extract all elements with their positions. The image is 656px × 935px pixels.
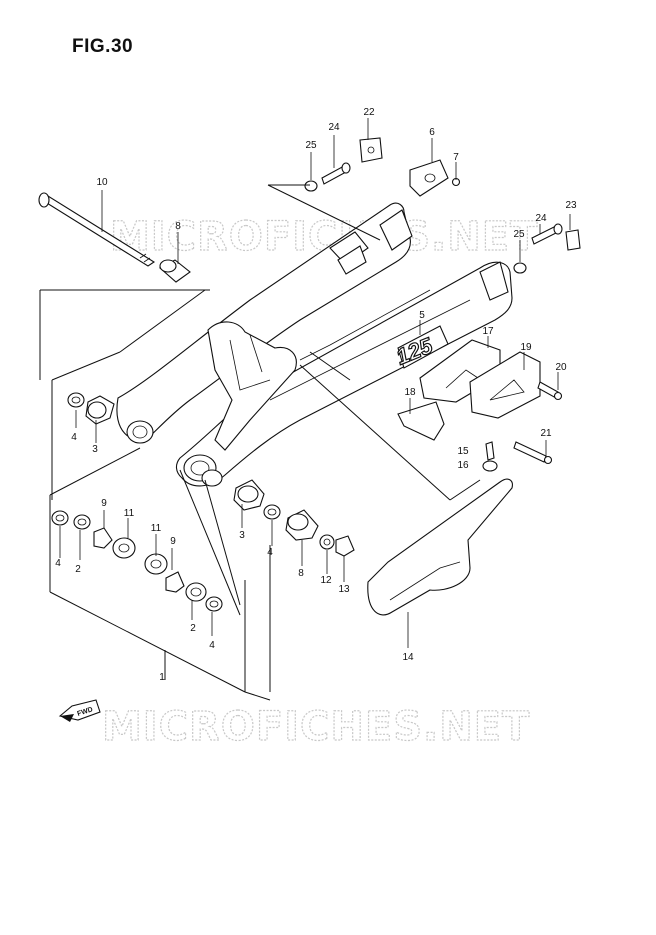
callout-14: 14 — [402, 652, 414, 663]
callout-25: 25 — [305, 140, 317, 151]
rear-brackets — [304, 137, 581, 616]
callout-9: 9 — [170, 536, 176, 547]
collar-8-top — [159, 259, 191, 283]
callout-4: 4 — [267, 547, 273, 558]
swingarm-body — [116, 202, 513, 487]
leader-lines — [39, 118, 571, 701]
callout-12: 12 — [320, 575, 332, 586]
callout-23: 23 — [565, 200, 577, 211]
fwd-arrow: FWD — [58, 699, 101, 722]
callout-3: 3 — [239, 530, 245, 541]
callout-21: 21 — [540, 428, 552, 439]
callout-11: 11 — [124, 508, 135, 519]
callout-4: 4 — [209, 640, 215, 651]
callout-7: 7 — [453, 152, 459, 163]
pivot-shaft — [38, 192, 156, 267]
callout-20: 20 — [555, 362, 567, 373]
watermark-top: MICROFICHES.NET — [110, 214, 538, 260]
callout-9: 9 — [101, 498, 107, 509]
callout-8: 8 — [298, 568, 304, 579]
callout-25: 25 — [513, 229, 525, 240]
bearing-group-right — [233, 479, 355, 557]
callout-19: 19 — [520, 342, 532, 353]
callout-13: 13 — [338, 584, 350, 595]
callout-4: 4 — [71, 432, 77, 443]
callout-24: 24 — [535, 213, 547, 224]
callout-3: 3 — [92, 444, 98, 455]
callout-6: 6 — [429, 127, 435, 138]
callout-2: 2 — [190, 623, 196, 634]
callout-15: 15 — [457, 446, 469, 457]
callout-22: 22 — [363, 107, 375, 118]
callout-18: 18 — [404, 387, 416, 398]
callout-4: 4 — [55, 558, 61, 569]
callout-17: 17 — [482, 326, 494, 337]
callout-8: 8 — [175, 221, 181, 232]
callout-16: 16 — [457, 460, 469, 471]
callout-11: 11 — [151, 523, 162, 534]
figure-title: FIG.30 — [72, 36, 134, 57]
bearing-group-left — [51, 392, 223, 612]
callout-numbers: 1 2 2 3 3 4 4 4 4 5 6 7 8 8 9 9 10 11 11… — [55, 107, 577, 683]
callout-5: 5 — [419, 310, 425, 321]
callout-24: 24 — [328, 122, 340, 133]
callout-2: 2 — [75, 564, 81, 575]
fwd-label: FWD — [76, 706, 93, 718]
watermark-bottom: MICROFICHES.NET — [102, 704, 530, 750]
callout-1: 1 — [159, 672, 165, 683]
callout-10: 10 — [96, 177, 108, 188]
